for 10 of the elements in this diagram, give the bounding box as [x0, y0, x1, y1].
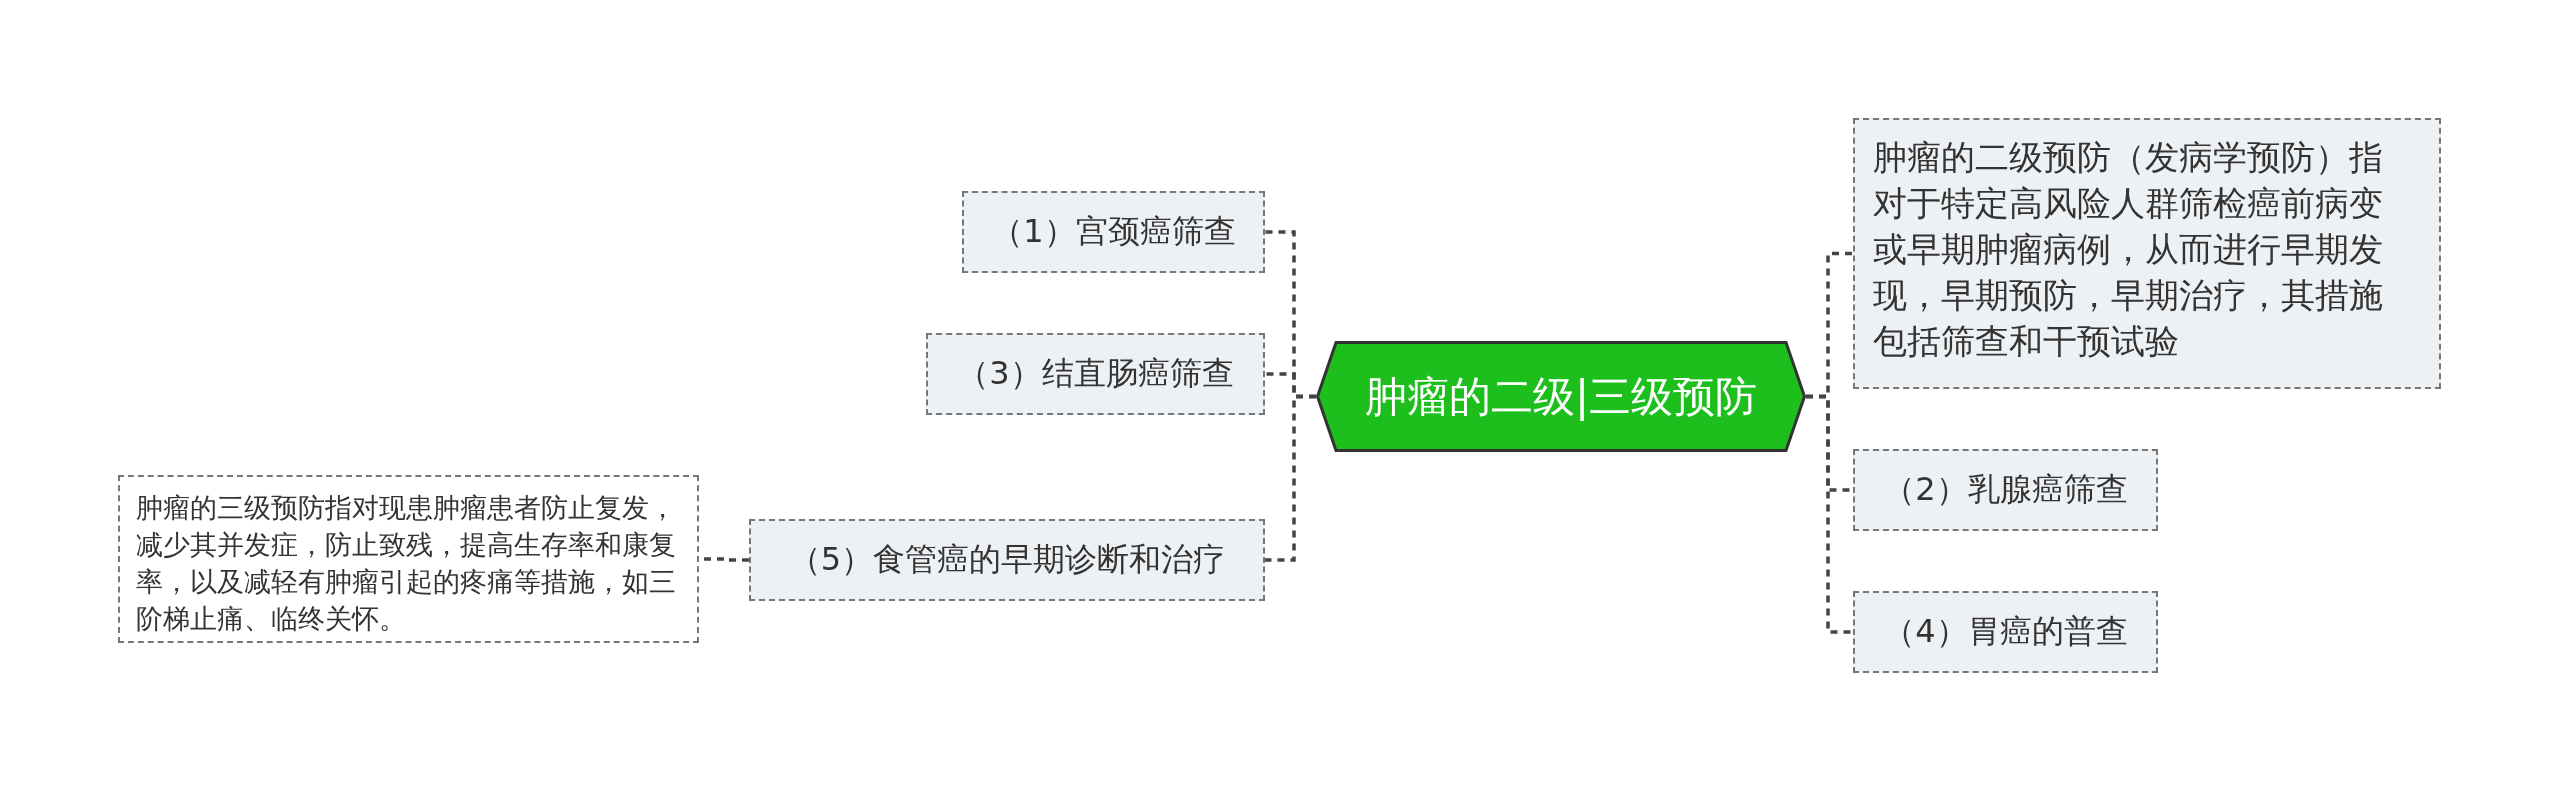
topic-box: （5）食管癌的早期诊断和治疗: [749, 519, 1265, 601]
note-box: 肿瘤的二级预防（发病学预防）指对于特定高风险人群筛检癌前病变或早期肿瘤病例，从而进行早期发现，早期预防，早期治疗，其措施包括筛查和干预试验: [1853, 118, 2441, 389]
topic-box: （3）结直肠癌筛查: [926, 333, 1265, 415]
central-topic-hexagon: 肿瘤的二级|三级预防: [1316, 341, 1806, 452]
topic-box: （1）宫颈癌筛查: [962, 191, 1265, 273]
topic-box: （4）胃癌的普查: [1853, 591, 2158, 673]
topic-box: （2）乳腺癌筛查: [1853, 449, 2158, 531]
connector-line: [1806, 394, 1853, 634]
connector-line: [1265, 394, 1316, 562]
note-box: 肿瘤的三级预防指对现患肿瘤患者防止复发，减少其并发症，防止致残，提高生存率和康复率，以及减轻有肿瘤引起的疼痛等措施，如三阶梯止痛、临终关怀。: [118, 475, 699, 643]
